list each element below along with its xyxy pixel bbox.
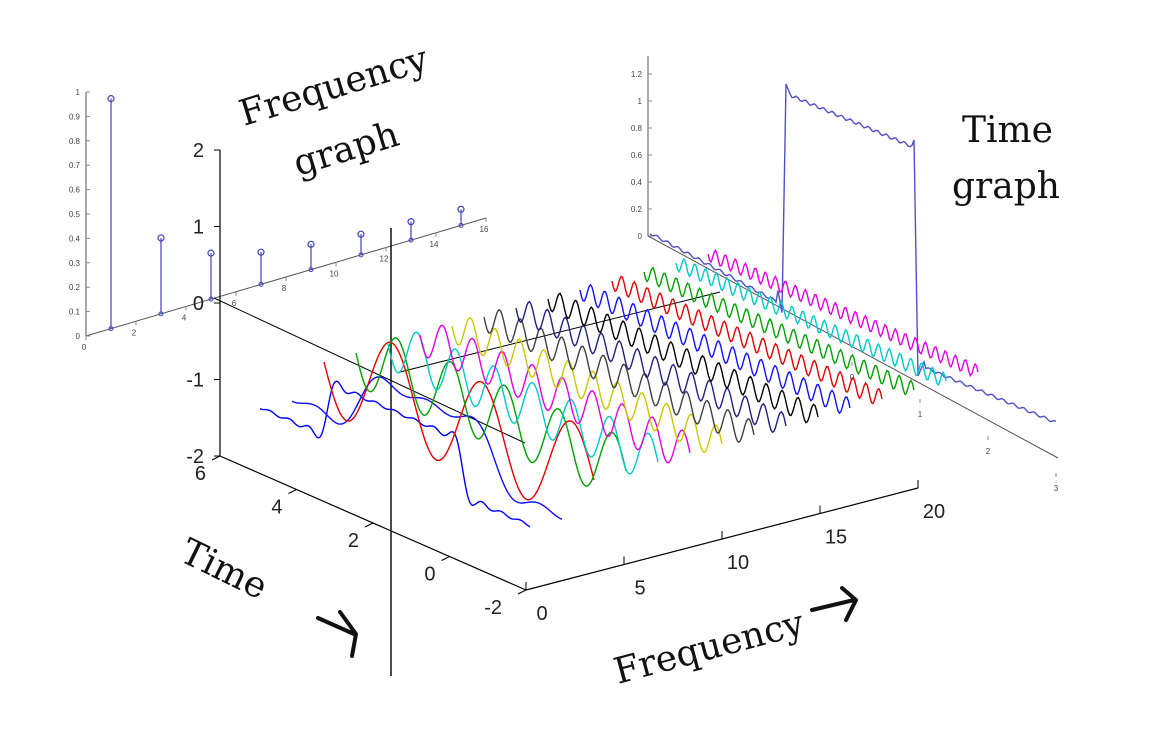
time-tick-label: 0 bbox=[424, 564, 435, 586]
harmonic-curve bbox=[707, 248, 979, 378]
frequency-graph-label: Frequency bbox=[235, 38, 434, 134]
time-graph-label: Time bbox=[962, 110, 1053, 151]
time-ytick-label: 0.4 bbox=[631, 178, 643, 187]
stem-ytick-label: 0.5 bbox=[69, 210, 81, 219]
harmonic-curve bbox=[611, 275, 883, 405]
stem-xtick-label: 0 bbox=[82, 343, 87, 352]
stem-ytick-label: 0.1 bbox=[69, 308, 81, 317]
time-xtick-label: 3 bbox=[1054, 484, 1059, 493]
frequency-graph-label-2: graph bbox=[289, 114, 404, 185]
stem-xtick-label: 2 bbox=[132, 328, 137, 337]
harmonic-curve bbox=[259, 380, 531, 528]
time-tick-mark bbox=[364, 522, 374, 528]
z-tick-label: 1 bbox=[193, 217, 204, 239]
stem-xtick-label: 10 bbox=[330, 269, 339, 278]
stem-xtick-label: 12 bbox=[380, 255, 389, 264]
z-tick-label: -1 bbox=[186, 370, 204, 392]
stem-ytick-label: 0.3 bbox=[69, 259, 81, 268]
frequency-arrow-icon bbox=[810, 586, 858, 622]
time-tick-label: 6 bbox=[195, 463, 206, 485]
stem-marker bbox=[307, 240, 315, 248]
stem-marker bbox=[407, 218, 415, 226]
time-ytick-label: 0.8 bbox=[631, 124, 643, 133]
stem-ytick-label: 0.2 bbox=[69, 283, 81, 292]
time-tick-label: 4 bbox=[271, 497, 282, 519]
time-graph-label-2: graph bbox=[952, 166, 1060, 207]
zero-plane-line bbox=[213, 297, 526, 444]
time-tick-label: -2 bbox=[484, 597, 502, 619]
stem-xtick-label: 14 bbox=[430, 240, 439, 249]
freq-tick-label: 5 bbox=[634, 578, 645, 600]
time-xtick-label: 2 bbox=[986, 447, 991, 456]
stem-marker bbox=[157, 234, 165, 242]
harmonic-curve bbox=[387, 331, 659, 475]
freq-tick-label: 0 bbox=[536, 603, 547, 625]
harmonic-curve bbox=[451, 316, 723, 454]
time-tick-label: 2 bbox=[348, 530, 359, 552]
stem-base-marker bbox=[458, 222, 464, 228]
stem-base-marker bbox=[208, 296, 214, 302]
stem-ytick-label: 1 bbox=[76, 88, 81, 97]
harmonic-curve bbox=[515, 300, 787, 434]
z-tick-label: 0 bbox=[193, 293, 204, 315]
time-signal-line bbox=[649, 83, 1057, 423]
time-ytick-label: 1.2 bbox=[631, 70, 643, 79]
freq-tick-label: 15 bbox=[825, 527, 847, 549]
stem-base-marker bbox=[408, 237, 414, 243]
harmonic-curve bbox=[291, 376, 563, 520]
z-tick-label: 2 bbox=[193, 140, 204, 162]
time-plot-x-axis bbox=[647, 235, 1059, 459]
stem-base-marker bbox=[108, 326, 114, 332]
stem-ytick-label: 0.6 bbox=[69, 186, 81, 195]
harmonic-curve bbox=[579, 283, 851, 415]
stem-plot: 10.90.80.70.60.50.40.30.20.10 0246810121… bbox=[69, 88, 489, 352]
stem-ytick-label: 0.9 bbox=[69, 112, 81, 121]
stem-base-marker bbox=[258, 281, 264, 287]
stem-base-marker bbox=[358, 252, 364, 258]
stem-xtick-label: 8 bbox=[282, 284, 287, 293]
stem-ytick-label: 0.4 bbox=[69, 234, 81, 243]
stem-xtick-label: 4 bbox=[182, 314, 187, 323]
harmonic-curve bbox=[547, 292, 819, 424]
stem-marker bbox=[207, 249, 215, 257]
harmonic-curve bbox=[643, 266, 915, 396]
time-tick-mark bbox=[441, 556, 450, 561]
stem-ytick-label: 0.7 bbox=[69, 161, 81, 170]
stem-marker bbox=[107, 95, 115, 103]
frequency-axis-label: Frequency bbox=[610, 603, 809, 693]
freq-tick-label: 10 bbox=[727, 552, 749, 574]
time-tick-mark bbox=[288, 489, 297, 494]
time-tick-mark bbox=[517, 589, 527, 595]
harmonic-curve bbox=[675, 258, 947, 386]
time-axis-label: Time bbox=[174, 531, 274, 608]
stem-xtick-label: 6 bbox=[232, 299, 237, 308]
freq-tick-label: 20 bbox=[923, 501, 945, 523]
harmonic-curve bbox=[323, 341, 595, 501]
stem-marker bbox=[357, 230, 365, 238]
time-ytick-label: 1 bbox=[638, 97, 643, 106]
stem-xtick-label: 16 bbox=[480, 225, 489, 234]
time-ytick-label: 0.2 bbox=[631, 205, 643, 214]
annotations: Frequency graph Time graph Time Frequenc… bbox=[174, 38, 1060, 692]
stem-marker bbox=[457, 205, 465, 213]
z-tick-label: -2 bbox=[186, 446, 204, 468]
stem-ytick-label: 0 bbox=[76, 332, 81, 341]
stem-marker bbox=[257, 248, 265, 256]
time-tick-mark bbox=[211, 455, 221, 461]
harmonic-curve bbox=[483, 308, 755, 444]
stem-ytick-label: 0.8 bbox=[69, 137, 81, 146]
harmonic-curve bbox=[355, 337, 627, 487]
time-arrow-icon bbox=[316, 610, 358, 658]
harmonic-curve bbox=[419, 324, 691, 464]
time-ytick-label: 0.6 bbox=[631, 151, 643, 160]
time-xtick-label: 1 bbox=[918, 410, 923, 419]
stem-base-marker bbox=[308, 267, 314, 273]
stem-base-marker bbox=[158, 311, 164, 317]
time-ytick-label: 0 bbox=[638, 232, 643, 241]
